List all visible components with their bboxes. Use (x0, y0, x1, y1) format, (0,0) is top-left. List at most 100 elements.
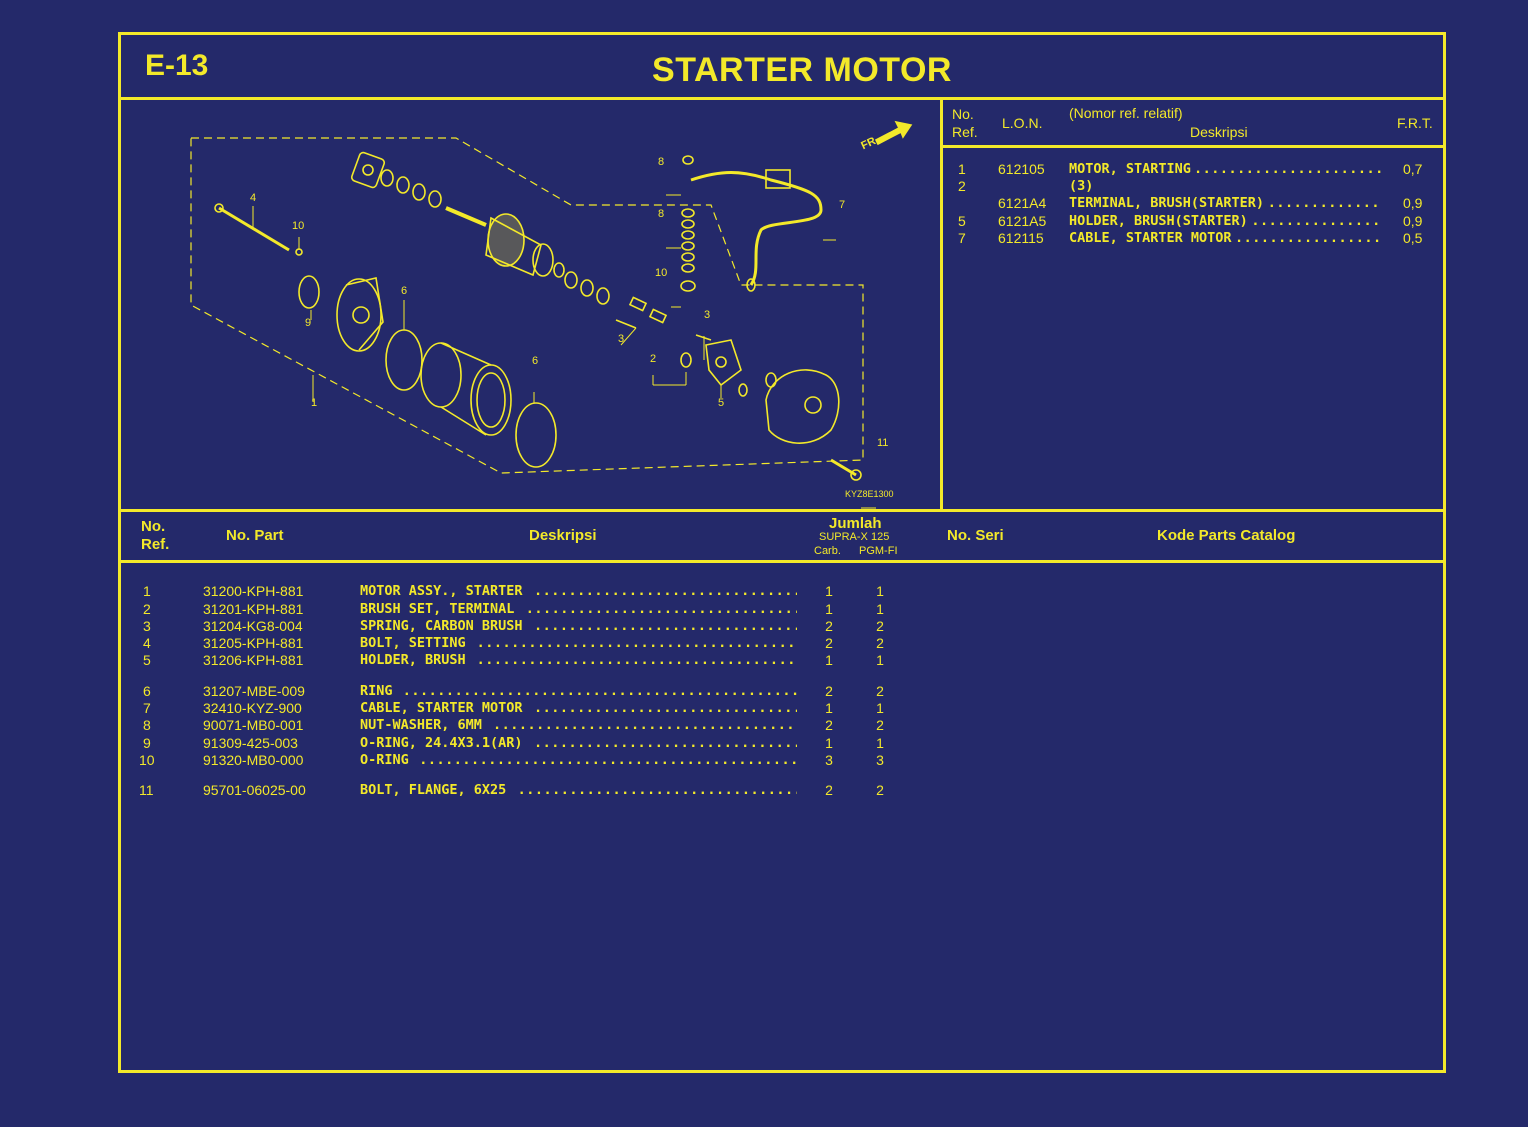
callout-number: 5 (718, 397, 725, 409)
parts-header-jumlah: Jumlah (829, 515, 882, 532)
callout-number: 4 (250, 192, 257, 204)
lon-row-frt: 0,9 (1403, 213, 1423, 229)
lon-row-ref: 2 (958, 178, 966, 194)
part-row-qty-carb: 1 (825, 735, 833, 751)
part-row-qty-pgmfi: 1 (876, 583, 884, 599)
leader-dots: ........................................… (1194, 161, 1381, 177)
part-row-number: 31204-KG8-004 (203, 618, 303, 634)
part-row-number: 31206-KPH-881 (203, 652, 304, 668)
part-row-qty-carb: 2 (825, 635, 833, 651)
part-row-ref: 6 (143, 683, 151, 699)
front-arrow-icon (874, 120, 913, 146)
part-row-ref: 8 (143, 717, 151, 733)
ring-icon (385, 329, 423, 391)
part-row-number: 31200-KPH-881 (203, 583, 304, 599)
part-row-number: 91320-MB0-000 (203, 752, 304, 768)
part-row-ref: 4 (143, 635, 151, 651)
parts-header-divider (121, 560, 1443, 563)
parts-header-deskripsi: Deskripsi (529, 527, 597, 544)
lon-header-lon: L.O.N. (1002, 115, 1043, 131)
leader-dots: ........................................… (419, 752, 797, 768)
part-row-qty-carb: 1 (825, 583, 833, 599)
lon-header-deskripsi: Deskripsi (1190, 124, 1248, 140)
leader-dots: ........................................… (1267, 195, 1381, 211)
part-row-ref: 3 (143, 618, 151, 634)
leader-dots: ........................................… (476, 635, 797, 651)
part-row-number: 31205-KPH-881 (203, 635, 304, 651)
part-row-qty-pgmfi: 2 (876, 782, 884, 798)
lon-row-frt: 0,9 (1403, 195, 1423, 211)
part-row-qty-carb: 2 (825, 618, 833, 634)
page-title: STARTER MOTOR (652, 51, 952, 89)
part-row-qty-carb: 2 (825, 782, 833, 798)
parts-header-model: SUPRA-X 125 (819, 531, 890, 543)
lon-row-desc: MOTOR, STARTING (1069, 161, 1191, 177)
callout-number: 11 (877, 437, 889, 449)
part-row-desc: CABLE, STARTER MOTOR (360, 700, 523, 716)
lon-row-lon: 6121A4 (998, 195, 1047, 211)
part-row-ref: 1 (143, 583, 151, 599)
lon-row-desc: (3) (1069, 178, 1094, 194)
callout-leaders (252, 194, 876, 509)
part-row-qty-carb: 3 (825, 752, 833, 768)
part-row-desc: O-RING, 24.4X3.1(AR) (360, 735, 523, 751)
leader-dots: ........................................… (534, 700, 797, 716)
callout-number: 2 (650, 353, 657, 365)
flange-plate-icon (350, 151, 386, 189)
part-row-ref: 11 (139, 782, 154, 798)
lon-row-desc: CABLE, STARTER MOTOR (1069, 230, 1232, 246)
callout-number: 3 (618, 333, 625, 345)
part-row-qty-pgmfi: 1 (876, 601, 884, 617)
part-row-qty-pgmfi: 3 (876, 752, 884, 768)
part-row-desc: BOLT, FLANGE, 6X25 (360, 782, 507, 798)
leader-dots: ........................................… (534, 735, 797, 751)
part-row-qty-carb: 1 (825, 652, 833, 668)
setting-bolt-icon (214, 203, 303, 256)
leader-dots: ........................................… (534, 618, 797, 634)
armature-icon (445, 206, 565, 278)
part-row-desc: BRUSH SET, TERMINAL (360, 601, 515, 617)
part-row-number: 31201-KPH-881 (203, 601, 304, 617)
leader-dots: ........................................… (525, 601, 797, 617)
part-row-qty-pgmfi: 1 (876, 652, 884, 668)
leader-dots: ........................................… (534, 583, 797, 599)
callout-number: 6 (401, 285, 408, 297)
lon-row-lon: 6121A5 (998, 213, 1047, 229)
part-row-number: 31207-MBE-009 (203, 683, 305, 699)
washer-set-icon (380, 169, 442, 208)
callout-number: 7 (839, 199, 846, 211)
part-row-number: 91309-425-003 (203, 735, 298, 751)
leader-dots: ........................................… (1251, 213, 1381, 229)
front-cover-icon (336, 277, 384, 352)
part-row-number: 32410-KYZ-900 (203, 700, 302, 716)
exploded-diagram (190, 120, 913, 509)
parts-header-carb: Carb. (814, 545, 841, 557)
parts-header-kode: Kode Parts Catalog (1157, 527, 1296, 544)
parts-header-pgmfi: PGM-FI (859, 545, 898, 557)
assembly-outline (190, 137, 864, 474)
flange-bolt-icon (830, 458, 862, 481)
brush-holder-icon (615, 296, 742, 387)
part-row-qty-carb: 2 (825, 717, 833, 733)
lon-row-frt: 0,5 (1403, 230, 1423, 246)
parts-header-noref: No.Ref. (141, 518, 170, 553)
part-row-qty-carb: 2 (825, 683, 833, 699)
leader-dots: ........................................… (476, 652, 797, 668)
starter-cable-icon (690, 169, 823, 292)
part-row-ref: 10 (139, 752, 155, 768)
lon-row-desc: TERMINAL, BRUSH(STARTER) (1069, 195, 1265, 211)
part-row-qty-carb: 1 (825, 700, 833, 716)
part-row-ref: 7 (143, 700, 151, 716)
diagram-divider (940, 97, 943, 511)
part-row-qty-pgmfi: 2 (876, 618, 884, 634)
washer-set-2-icon (564, 271, 610, 305)
part-row-desc: SPRING, CARBON BRUSH (360, 618, 523, 634)
nut-washer-stack-icon (680, 155, 696, 292)
lon-row-ref: 1 (958, 161, 966, 177)
part-row-ref: 5 (143, 652, 151, 668)
ring-2-icon (515, 402, 557, 468)
leader-dots: ........................................… (1235, 230, 1381, 246)
callout-number: 3 (704, 309, 711, 321)
o-ring-icon (298, 275, 320, 309)
leader-dots: ........................................… (402, 683, 797, 699)
